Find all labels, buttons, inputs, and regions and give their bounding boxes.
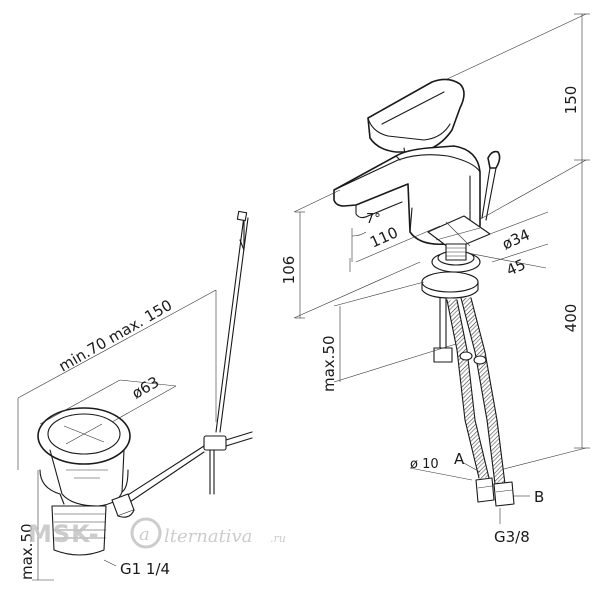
waste-thread-callout: G1 1/4 xyxy=(103,559,170,578)
label-waste-thread: G1 1/4 xyxy=(120,560,170,578)
faucet: 150 400 xyxy=(280,13,590,546)
label-hose-thread: G3/8 xyxy=(494,528,530,546)
label-angle: 7° xyxy=(366,212,381,227)
waste-body xyxy=(37,407,135,556)
watermark-domain: .ru xyxy=(270,532,286,545)
label-max-deck: 45 xyxy=(504,255,529,279)
dimension-spout-height: 106 xyxy=(280,189,421,319)
dimension-height-right: 150 400 xyxy=(442,13,590,471)
label-spout-height: 106 xyxy=(280,256,298,285)
label-height-top: 150 xyxy=(562,86,580,115)
label-max-deck-under: max.50 xyxy=(320,335,338,392)
watermark-logo-letter: a xyxy=(139,524,150,545)
label-waste-diameter: ø63 xyxy=(129,373,162,403)
pull-rod xyxy=(215,210,249,433)
watermark: MSK- a lternativa .ru xyxy=(28,517,286,549)
label-hose-diameter: ø 10 xyxy=(410,457,439,472)
dimension-angle: 7° xyxy=(351,212,381,262)
braided-hoses xyxy=(446,296,515,507)
hose-callouts: ø 10 A B G3/8 xyxy=(409,450,544,546)
dimension-waste-max: max.50 xyxy=(18,470,54,581)
label-rod-length: min.70 max. 150 xyxy=(56,296,176,375)
label-hose-a: A xyxy=(454,450,465,468)
dimension-deck-left: max.50 xyxy=(320,281,457,392)
watermark-brand: MSK- xyxy=(28,520,100,548)
label-spout-reach: 110 xyxy=(367,223,400,251)
watermark-brand-tail: lternativa xyxy=(164,526,252,547)
threaded-stud xyxy=(421,243,481,363)
lever-handle xyxy=(367,78,465,163)
rod-clamp xyxy=(119,431,253,507)
label-hose-b: B xyxy=(534,488,544,506)
label-waste-max: max.50 xyxy=(18,523,36,580)
popup-rod-knob xyxy=(481,150,501,221)
label-mount-diameter: ø34 xyxy=(499,225,532,253)
label-height-total: 400 xyxy=(562,304,580,333)
